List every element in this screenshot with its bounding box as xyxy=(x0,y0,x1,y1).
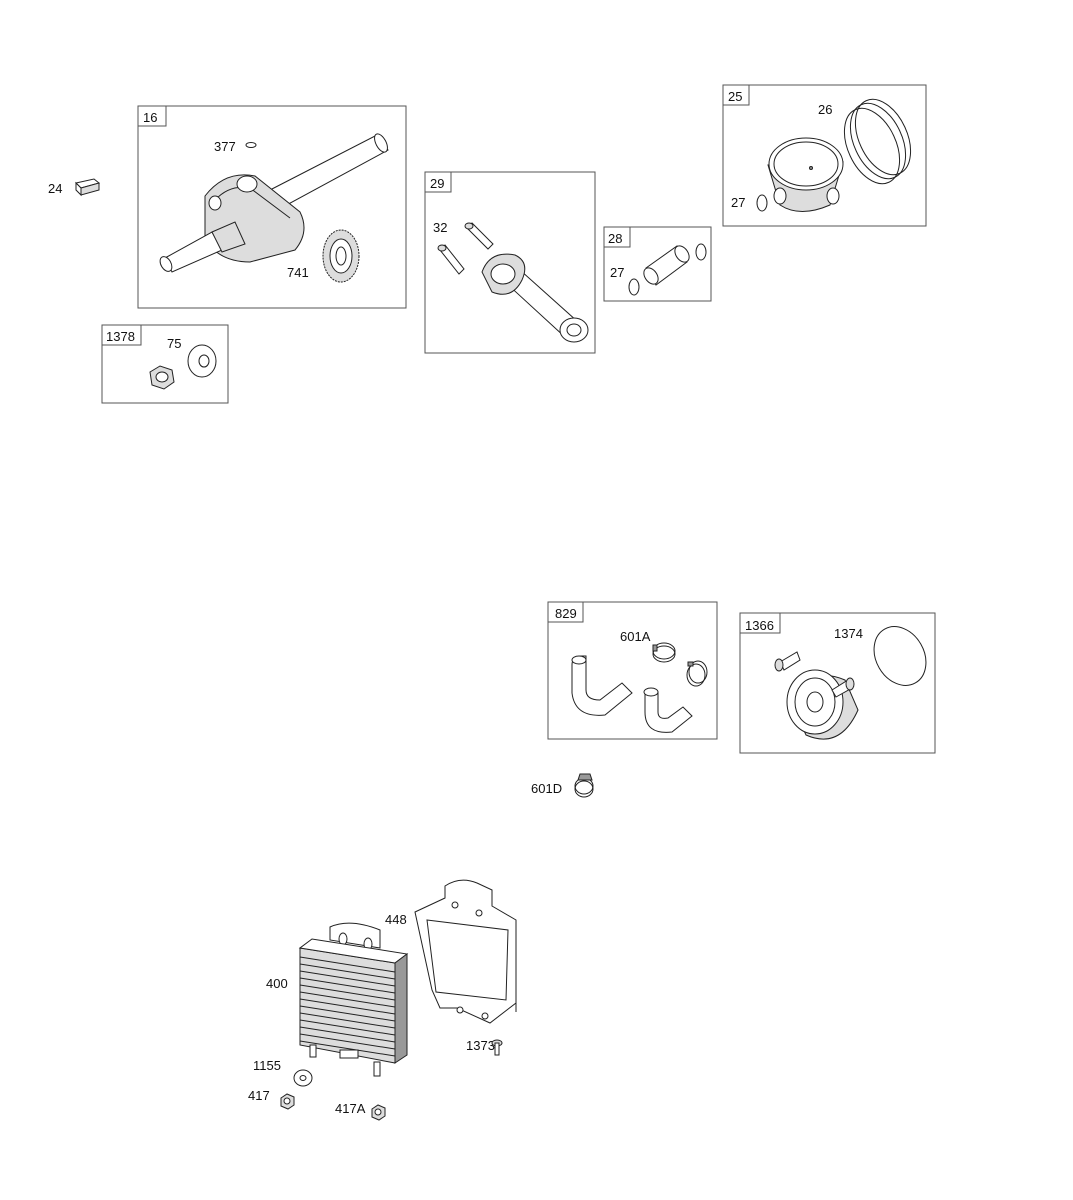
box-label-oil-filter-adapter: 1366 xyxy=(745,618,774,633)
callout-601a: 601A xyxy=(620,629,651,644)
callout-400: 400 xyxy=(266,976,288,991)
box-label-crankshaft: 16 xyxy=(143,110,157,125)
crankshaft-part xyxy=(159,133,389,273)
box-piston-pin xyxy=(603,226,712,302)
bracket-448-part xyxy=(414,879,517,1024)
box-tab-hose-kit xyxy=(547,601,584,623)
piston-rings-part xyxy=(843,98,912,185)
callout-601d: 601D xyxy=(531,781,562,796)
clamp-601d-part xyxy=(574,773,594,798)
hose-lower-part xyxy=(643,687,693,733)
box-label-nut-kit: 1378 xyxy=(106,329,135,344)
box-hose-kit xyxy=(547,601,718,740)
oring-part xyxy=(873,626,927,686)
nut-417-part xyxy=(280,1093,295,1110)
nut-part xyxy=(149,365,175,390)
box-oil-filter-adapter xyxy=(739,612,936,754)
clip-27b xyxy=(756,194,768,212)
box-piston-assembly xyxy=(722,84,927,227)
box-tab-piston-pin xyxy=(603,226,631,248)
box-tab-crankshaft xyxy=(137,105,167,127)
connecting-rod-part xyxy=(481,253,589,343)
piston-part xyxy=(767,137,844,212)
clip-27a-left xyxy=(628,278,640,296)
callout-26: 26 xyxy=(818,102,832,117)
callout-417: 417 xyxy=(248,1088,270,1103)
screw-1373-part xyxy=(491,1039,503,1056)
gear-part xyxy=(322,229,360,283)
box-tab-nut-kit xyxy=(101,324,142,346)
callout-27a: 27 xyxy=(610,265,624,280)
hose-upper-part xyxy=(571,655,633,716)
box-tab-piston-assembly xyxy=(722,84,750,106)
box-tab-oil-filter-adapter xyxy=(739,612,781,634)
washer-75-part xyxy=(187,344,217,378)
callout-1374: 1374 xyxy=(834,626,863,641)
callout-24: 24 xyxy=(48,181,62,196)
pin-377 xyxy=(245,142,257,148)
box-tab-connecting-rod xyxy=(424,171,452,193)
box-label-hose-kit: 829 xyxy=(555,606,577,621)
box-label-connecting-rod: 29 xyxy=(430,176,444,191)
box-label-piston-assembly: 25 xyxy=(728,89,742,104)
piston-pin-part xyxy=(643,245,690,286)
washer-1155-part xyxy=(293,1069,313,1087)
callout-27b: 27 xyxy=(731,195,745,210)
callout-32: 32 xyxy=(433,220,447,235)
nut-417a-part xyxy=(371,1104,386,1121)
key-part xyxy=(75,178,101,197)
box-crankshaft xyxy=(137,105,407,309)
adapter-part xyxy=(774,651,859,740)
callout-377: 377 xyxy=(214,139,236,154)
box-label-piston-pin: 28 xyxy=(608,231,622,246)
clip-27a-right xyxy=(695,243,707,261)
callout-448: 448 xyxy=(385,912,407,927)
clamp-601a-part xyxy=(652,642,676,663)
bolt-32-parts xyxy=(437,222,494,275)
box-connecting-rod xyxy=(424,171,596,354)
callout-741: 741 xyxy=(287,265,309,280)
callout-417a: 417A xyxy=(335,1101,366,1116)
callout-1373: 1373 xyxy=(466,1038,495,1053)
clamp-601a-second xyxy=(686,660,708,687)
callout-1155: 1155 xyxy=(253,1058,281,1073)
box-nut-kit xyxy=(101,324,229,404)
oil-cooler-part xyxy=(298,922,409,1077)
callout-75: 75 xyxy=(167,336,181,351)
